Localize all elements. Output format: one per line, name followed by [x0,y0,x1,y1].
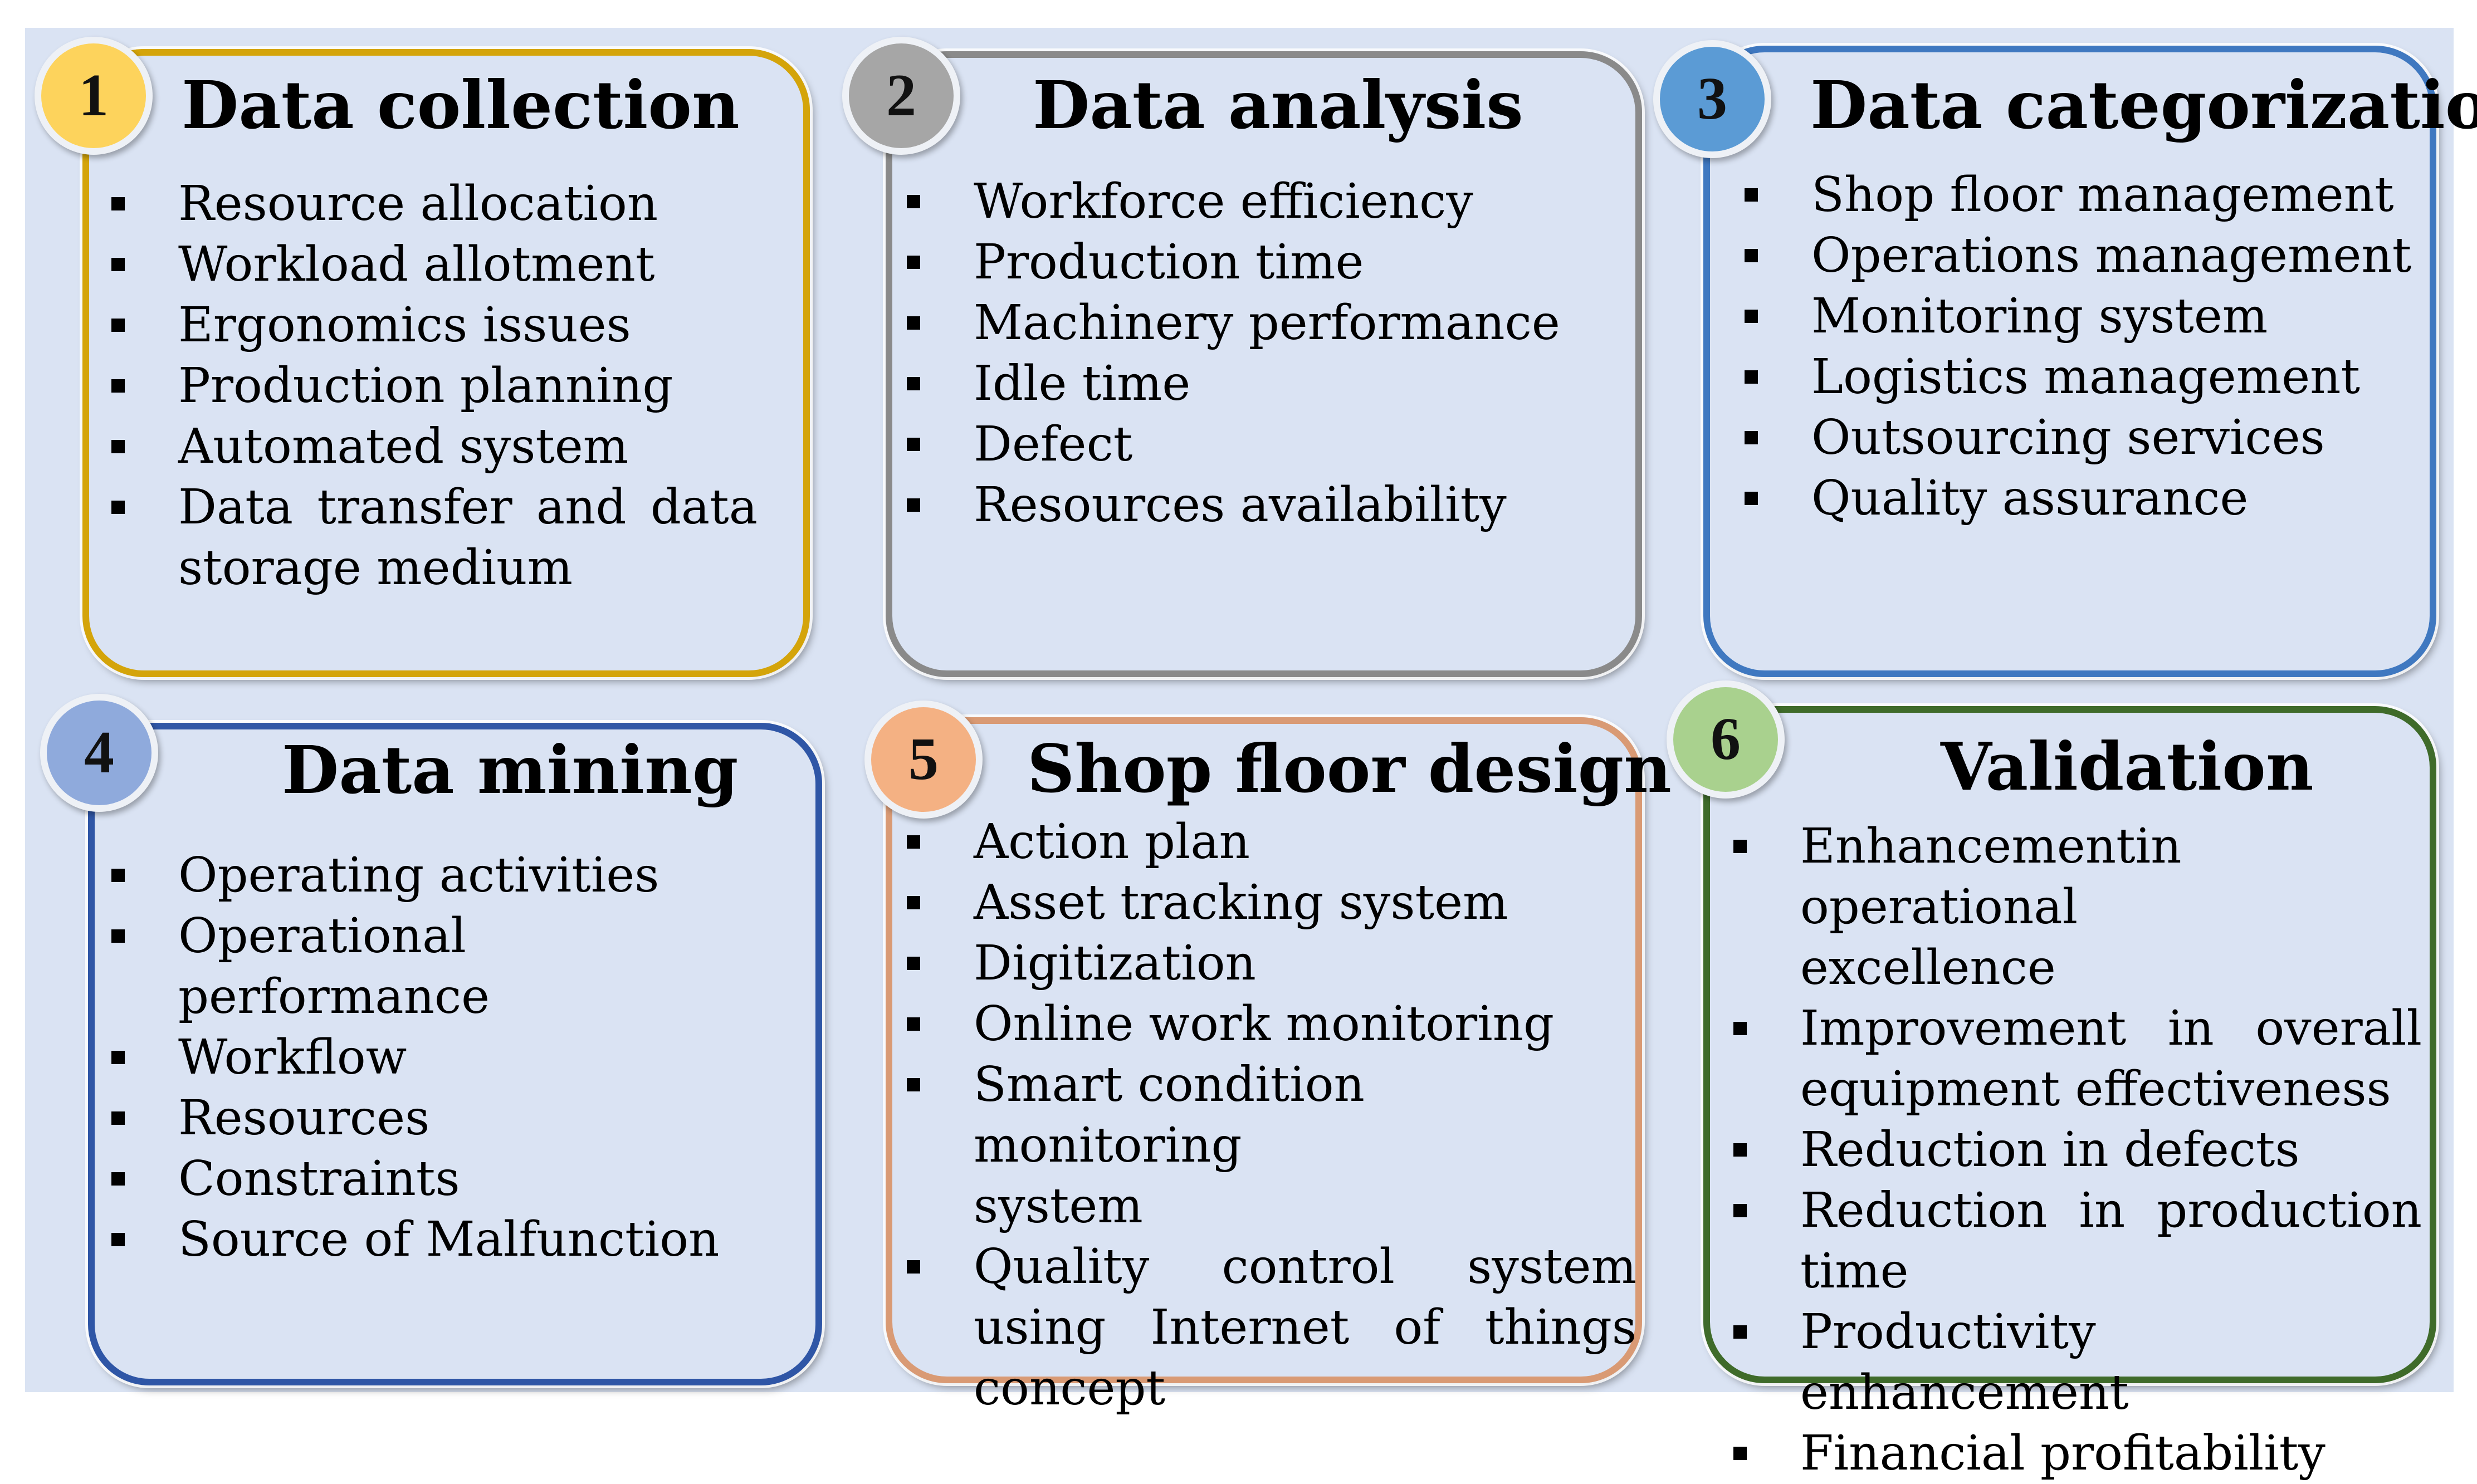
list-item: Machinery performance [907,293,1620,354]
list-item-continuation: equipment effectiveness [1800,1061,2391,1117]
step-badge-1: 1 [35,37,153,155]
step-badge-6: 6 [1667,680,1785,799]
card-data-collection [82,49,810,677]
list-item-continuation: storage medium [178,540,573,596]
list-item: Reduction in defects [1733,1120,2422,1181]
list-item: Action plan [907,812,1636,873]
list-item: Operations management [1745,226,2413,286]
list-item: Resources availability [907,475,1620,536]
card-data-analysis [886,51,1642,677]
item-list: Shop floor management Operations managem… [1745,165,2413,529]
list-item-continuation: using Internet of things [974,1300,1636,1355]
list-item: Idle time [907,354,1620,414]
item-list: Action plan Asset tracking system Digiti… [907,812,1636,1419]
list-item: Monitoring system [1745,286,2413,347]
list-item: Outsourcing services [1745,408,2413,468]
list-item: Asset tracking system [907,873,1636,933]
list-item: Automated system [111,417,758,477]
list-item: Resources [111,1088,780,1149]
card-data-mining [88,723,822,1385]
list-item: Constraints [111,1149,780,1209]
list-item: Operational performance [111,906,780,1027]
step-badge-2: 2 [842,37,960,155]
item-list: Workforce efficiency Production time Mac… [907,172,1620,536]
list-item: Workflow [111,1027,780,1088]
card-title: Data categorization [1810,66,2477,144]
list-item: Workload allotment [111,234,758,295]
list-item-continuation: concept [974,1360,1165,1416]
list-item: Production planning [111,356,758,417]
list-item: Enhancementin operational [1733,816,2422,938]
list-item: Source of Malfunction [111,1209,780,1270]
list-item: Defect [907,414,1620,475]
list-item-continuation: system [974,1178,1143,1234]
card-title: Data mining [282,731,739,809]
list-item: Financial profitability [1733,1423,2422,1484]
item-list: Resource allocation Workload allotment E… [111,174,758,599]
step-badge-4: 4 [40,694,158,812]
list-item: Online work monitoring [907,994,1636,1055]
item-list: Operating activities Operational perform… [111,845,780,1270]
list-item: Operating activities [111,845,780,906]
list-item: Digitization [907,933,1636,994]
list-item: Productivity enhancement [1733,1302,2422,1423]
card-title: Data analysis [1033,66,1523,144]
list-item: Workforce efficiency [907,172,1620,232]
card-validation [1703,706,2436,1383]
item-list: Enhancementin operational excellence Imp… [1733,816,2422,1484]
card-shop-floor-design [886,717,1642,1383]
list-item: Quality control system [907,1237,1636,1297]
card-title: Data collection [182,66,740,144]
list-item: Shop floor management [1745,165,2413,226]
list-item: Smart condition monitoring [907,1055,1636,1176]
list-item: Reduction in production [1733,1181,2422,1241]
list-item: Production time [907,232,1620,293]
list-item: Ergonomics issues [111,295,758,356]
list-item: Logistics management [1745,347,2413,408]
card-title: Validation [1941,728,2314,805]
list-item: Quality assurance [1745,468,2413,529]
list-item: Data transfer and data [111,477,758,538]
list-item-continuation: time [1800,1243,1909,1299]
list-item-continuation: excellence [1800,940,2056,996]
card-title: Shop floor design [1027,730,1672,807]
step-badge-3: 3 [1653,40,1771,158]
list-item: Resource allocation [111,174,758,234]
step-badge-5: 5 [864,701,983,819]
list-item: Improvement in overall [1733,998,2422,1059]
card-data-categorization [1703,46,2436,677]
